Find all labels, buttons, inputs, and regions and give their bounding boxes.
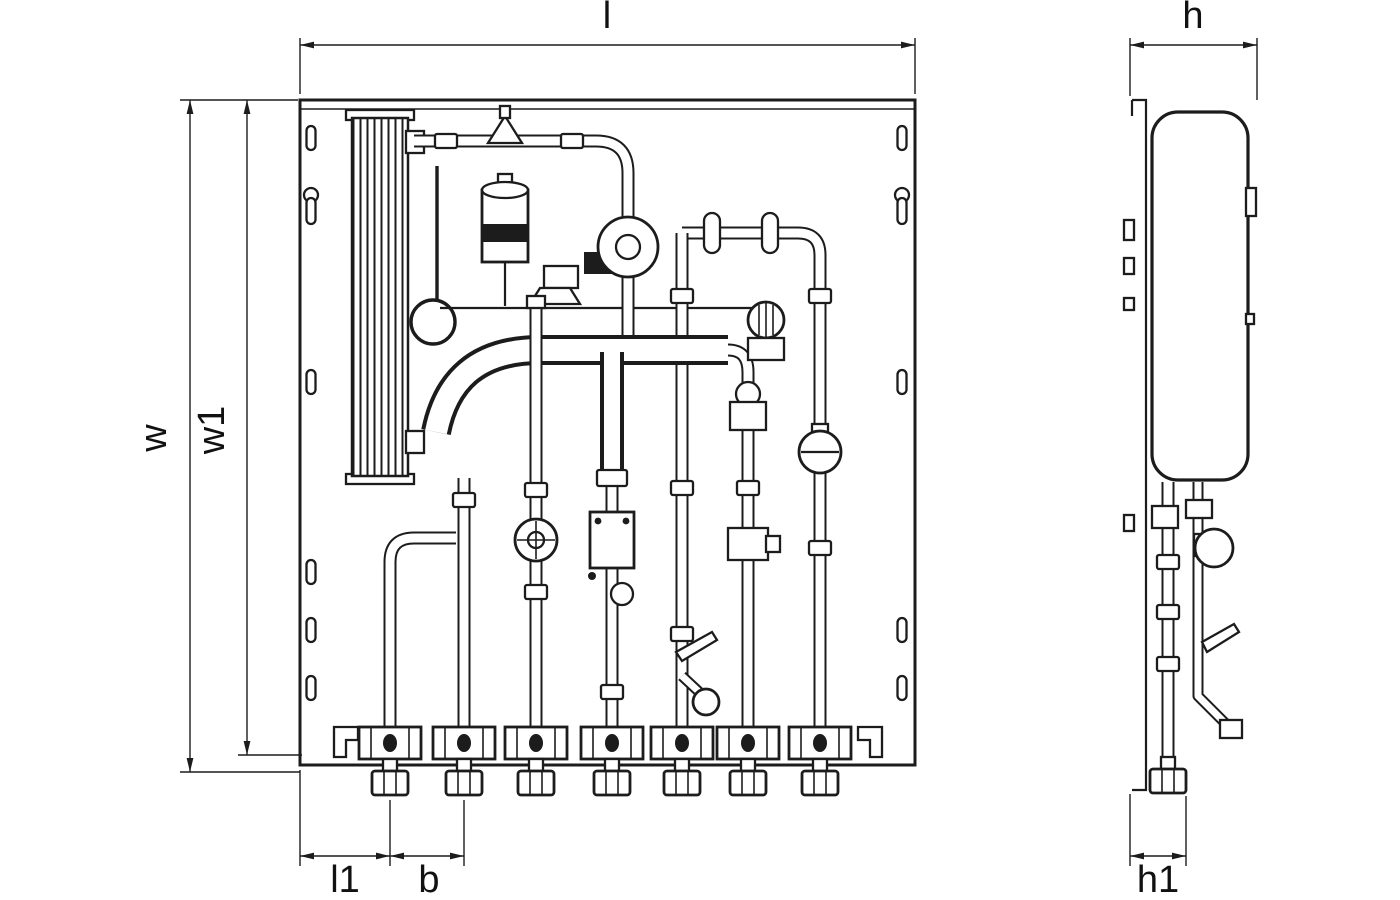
union-fitting (523, 481, 549, 499)
union-fitting (735, 479, 761, 497)
valve-body-side (1150, 504, 1180, 530)
safety-valve (485, 113, 525, 145)
air-separator-band (482, 224, 528, 242)
union-fitting (1155, 603, 1181, 621)
union-fitting (523, 583, 549, 601)
dimension-h: h (1129, 0, 1258, 100)
air-separator-top (480, 180, 530, 200)
drain-nut-side (1218, 718, 1244, 740)
capillary-loop (409, 298, 457, 346)
pipe-cap (525, 294, 547, 310)
safety-valve-stem (498, 104, 512, 120)
thermo-valve-body (746, 336, 786, 362)
wall-clip (1122, 218, 1136, 242)
bolt (622, 517, 630, 525)
union-fitting (807, 539, 833, 557)
dim-label-l1: l1 (330, 859, 360, 900)
valve-body-side (1184, 498, 1214, 520)
vessel-fitting (1244, 186, 1258, 218)
dimension-l: l (299, 0, 916, 94)
union-fitting (669, 479, 695, 497)
pipe-stub-side (1159, 755, 1177, 771)
valve-lever-side (1200, 622, 1241, 654)
pump-side (1193, 527, 1235, 569)
mounting-slot (305, 616, 317, 644)
wall-clip (1122, 513, 1136, 533)
union-fitting (669, 625, 695, 643)
union-fitting (669, 287, 695, 305)
wall-clip (1122, 256, 1136, 276)
mounting-slot (305, 368, 317, 396)
mounting-slot (305, 558, 317, 586)
vessel-fitting (1244, 312, 1256, 326)
union-fitting (1155, 553, 1181, 571)
keyhole-slot (302, 186, 320, 226)
zone-valve-actuator (764, 534, 782, 554)
side-view (1122, 98, 1258, 795)
flange-fitting (702, 211, 722, 255)
dimension-l1: l1 (299, 770, 391, 900)
hx-plate-pack (350, 116, 410, 478)
wall-clip (1122, 296, 1136, 312)
components (433, 104, 843, 717)
mounting-slot (896, 674, 908, 702)
pipe-segment (682, 228, 825, 758)
manifold-end-bracket (856, 725, 884, 759)
hx-port-bottom (404, 429, 426, 455)
union-fitting (451, 491, 477, 509)
union-nut-side (1148, 767, 1188, 795)
side-plate-edge (1130, 98, 1148, 792)
mounting-slot (896, 616, 908, 644)
dimension-h1: h1 (1129, 794, 1187, 900)
mounting-slot (896, 368, 908, 396)
union-fitting (807, 287, 833, 305)
pipe-segment (414, 136, 633, 220)
mounting-slot (305, 124, 317, 152)
pressure-valve-body (728, 400, 768, 432)
mounting-slot (305, 674, 317, 702)
union-fitting (559, 132, 585, 150)
union-fitting (599, 683, 625, 701)
valve-lever (674, 630, 719, 663)
dimension-w: w (133, 99, 300, 773)
front-view (298, 98, 917, 797)
union-fitting (433, 132, 459, 150)
union-fitting (595, 468, 629, 488)
dimension-w1: w1 (191, 100, 302, 756)
dim-label-b: b (418, 859, 439, 900)
dim-label-w: w (133, 424, 175, 453)
bolt (588, 572, 596, 580)
keyhole-slot (893, 186, 911, 226)
pipe-segment (385, 533, 456, 758)
union-fitting (1155, 655, 1181, 673)
dimension-b: b (390, 800, 465, 900)
pump-hub (614, 233, 642, 261)
bolt (594, 517, 602, 525)
pipe-segment (727, 345, 753, 758)
dim-label-h1: h1 (1137, 859, 1179, 900)
dim-label-w1: w1 (191, 406, 233, 456)
drain-cap (691, 687, 721, 717)
zone-valve-body (726, 526, 770, 562)
mounting-slot (896, 124, 908, 152)
expansion-vessel (1150, 110, 1250, 482)
regulator-dial (609, 581, 635, 607)
bottom-manifold (332, 725, 884, 797)
flange-fitting (760, 211, 780, 255)
dimensions: l w w1 l1 b h (133, 0, 1258, 900)
dim-label-h: h (1182, 0, 1203, 37)
dim-label-l: l (603, 0, 611, 37)
heat-exchanger (344, 108, 426, 486)
bracket-block (542, 264, 580, 290)
